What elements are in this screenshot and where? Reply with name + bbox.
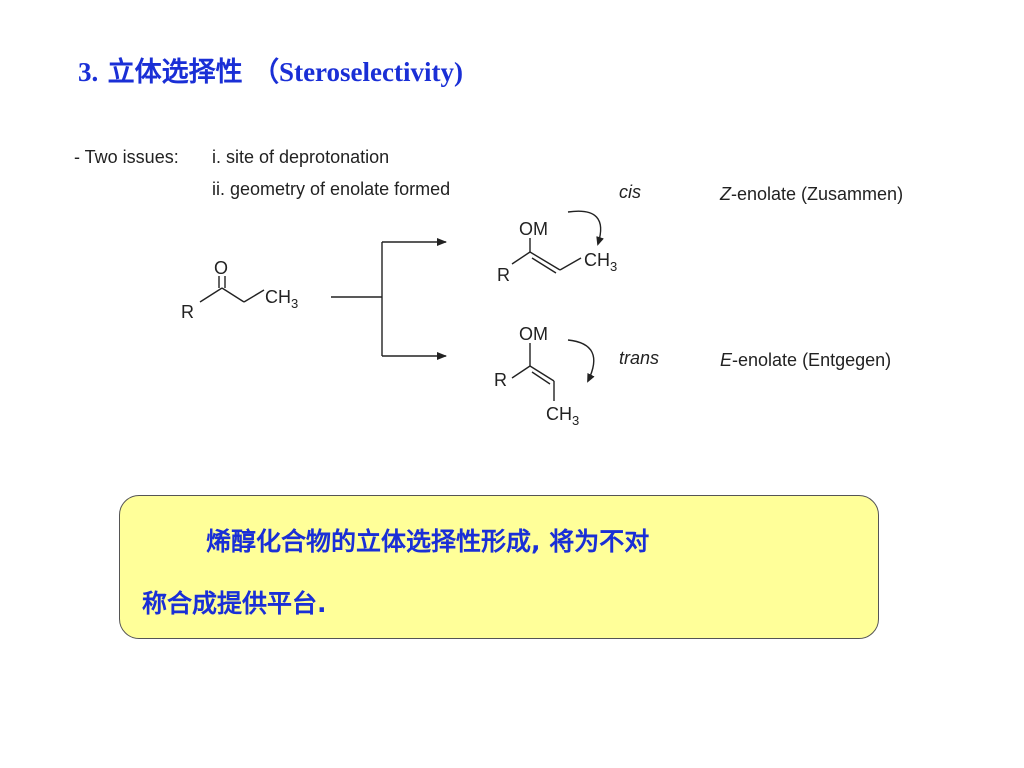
title-number: 3. bbox=[78, 57, 99, 87]
z-enolate-om-label: OM bbox=[519, 219, 548, 239]
subscript-three: 3 bbox=[291, 296, 298, 311]
subscript-three: 3 bbox=[572, 413, 579, 428]
trans-label: trans bbox=[619, 348, 659, 368]
callout-line-2: 称合成提供平台. bbox=[142, 589, 327, 618]
e-enolate-name: E-enolate (Entgegen) bbox=[720, 350, 891, 370]
e-enolate-r-label: R bbox=[494, 370, 507, 390]
z-enolate-ch3-label: CH3 bbox=[584, 250, 617, 274]
z-enolate-r-label: R bbox=[497, 265, 510, 285]
title-chinese: 立体选择性 bbox=[107, 57, 243, 88]
subscript-three: 3 bbox=[610, 259, 617, 274]
issue-item-2: ii. geometry of enolate formed bbox=[212, 179, 451, 199]
reaction-arrows bbox=[331, 238, 447, 360]
z-name-rest: -enolate (Zusammen) bbox=[731, 184, 903, 204]
summary-callout: 烯醇化合物的立体选择性形成, 将为不对 称合成提供平台. bbox=[119, 495, 879, 639]
z-letter: Z bbox=[719, 184, 732, 204]
ketone-structure bbox=[199, 276, 265, 303]
cis-label: cis bbox=[619, 182, 641, 202]
e-enolate-om-label: OM bbox=[519, 324, 548, 344]
e-name-rest: -enolate (Entgegen) bbox=[732, 350, 891, 370]
z-enolate-structure bbox=[511, 210, 604, 274]
e-letter: E bbox=[720, 350, 733, 370]
callout-line-1: 烯醇化合物的立体选择性形成, 将为不对 bbox=[206, 527, 650, 556]
ketone-ch3-label: CH3 bbox=[265, 287, 298, 311]
ketone-ch3-tspan: CH3 bbox=[265, 287, 298, 311]
z-enolate-name: Z-enolate (Zusammen) bbox=[719, 184, 903, 204]
issues-lead: - Two issues: bbox=[74, 147, 179, 167]
e-enolate-ch3-label: CH3 bbox=[546, 404, 579, 428]
slide-title: 3. 立体选择性 （Steroselectivity) bbox=[78, 50, 463, 89]
e-enolate-structure bbox=[511, 339, 595, 401]
ketone-oxygen-label: O bbox=[214, 258, 228, 278]
issue-item-1: i. site of deprotonation bbox=[212, 147, 390, 167]
ketone-r-label: R bbox=[181, 302, 194, 322]
title-english: （Steroselectivity) bbox=[252, 57, 463, 87]
